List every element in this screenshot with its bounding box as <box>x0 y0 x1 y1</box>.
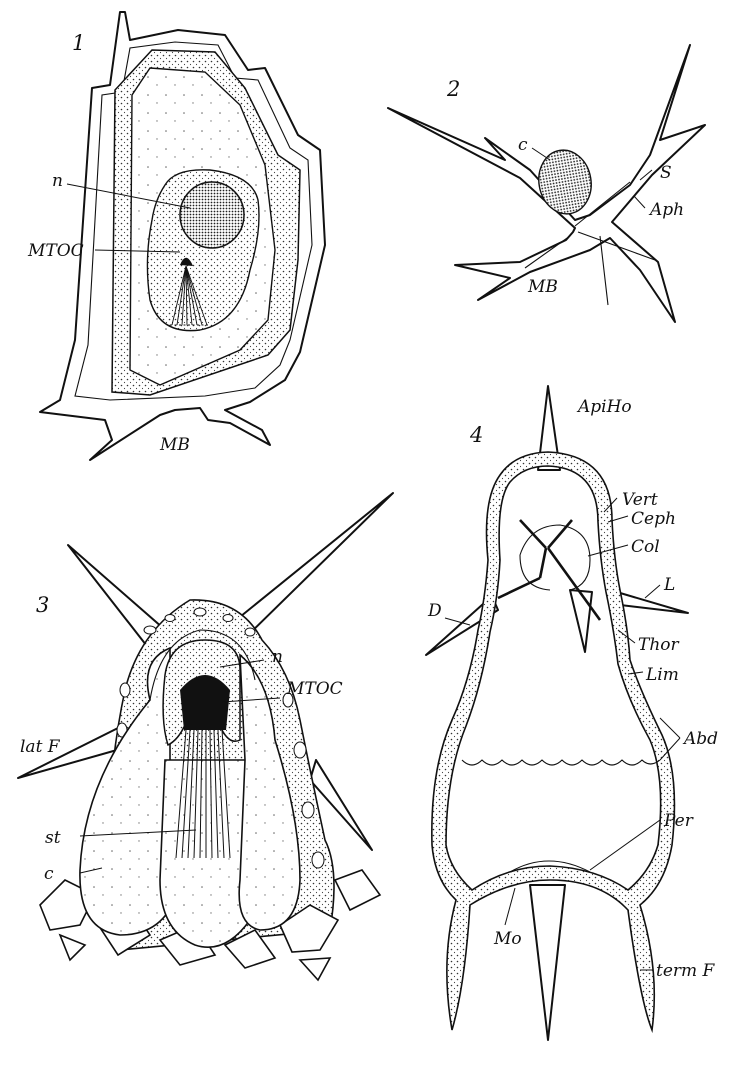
panel-2-label-c: c <box>518 135 528 155</box>
panel-3-number: 3 <box>36 593 49 617</box>
panel-2-central-capsule <box>534 146 596 218</box>
panel-4-abdomen-rim <box>462 760 660 765</box>
panel-1-label-mb: MB <box>159 435 190 455</box>
panel-2-label-mb: MB <box>527 277 558 297</box>
panel-4-mo-leader <box>505 888 515 925</box>
panel-2-aph-leader <box>634 196 645 208</box>
panel-4-label-col: Col <box>631 537 660 557</box>
panel-1-label-n: n <box>52 171 63 191</box>
panel-4-label-mo: Mo <box>493 929 522 949</box>
panel-2-label-s: S <box>660 163 672 183</box>
panel-3-spine-right <box>230 493 393 640</box>
panel-4-internal-spike <box>570 590 592 652</box>
panel-4-label-abd: Abd <box>682 729 718 749</box>
panel-4-label-l: L <box>663 575 675 595</box>
panel-4-per-leader <box>590 820 660 870</box>
panel-3-label-st: st <box>45 828 61 848</box>
panel-4-label-per: Per <box>663 811 694 831</box>
panel-1-number: 1 <box>72 31 85 55</box>
panel-1-label-mtoc: MTOC <box>27 241 84 261</box>
panel-2: 2 c S Aph MB <box>388 45 705 322</box>
panel-4-abd-leader-1 <box>660 718 680 738</box>
panel-2-c-leader <box>532 148 550 160</box>
panel-4-label-d: D <box>427 601 442 621</box>
panel-3-label-mtoc: MTOC <box>286 679 343 699</box>
panel-2-label-aph: Aph <box>648 200 684 220</box>
panel-4-label-apiho: ApiHo <box>576 397 632 417</box>
panel-4-terminal-foot-middle <box>530 885 565 1040</box>
panel-2-number: 2 <box>446 77 460 101</box>
panel-3: 3 n MTOC lat F st c <box>18 493 393 980</box>
panel-1-nucleus <box>180 182 244 248</box>
panel-4-label-ceph: Ceph <box>631 509 676 529</box>
panel-4-label-term-f: term F <box>656 961 716 981</box>
panel-3-label-n: n <box>272 647 283 667</box>
panel-4: 4 ApiHo Vert Ceph Col L D Thor Lim Abd P… <box>426 386 718 1040</box>
panel-4-label-thor: Thor <box>638 635 680 655</box>
panel-3-label-c: c <box>44 864 54 884</box>
panel-1: 1 n MTOC MB <box>27 12 325 460</box>
panel-4-internal-lattice <box>498 520 600 620</box>
panel-4-label-lim: Lim <box>645 665 679 685</box>
panel-4-l-leader <box>645 585 660 598</box>
panel-3-label-lat-f: lat F <box>20 737 61 757</box>
panel-4-label-vert: Vert <box>622 490 658 510</box>
panel-4-number: 4 <box>469 423 483 447</box>
panel-3-mtoc <box>180 675 230 730</box>
